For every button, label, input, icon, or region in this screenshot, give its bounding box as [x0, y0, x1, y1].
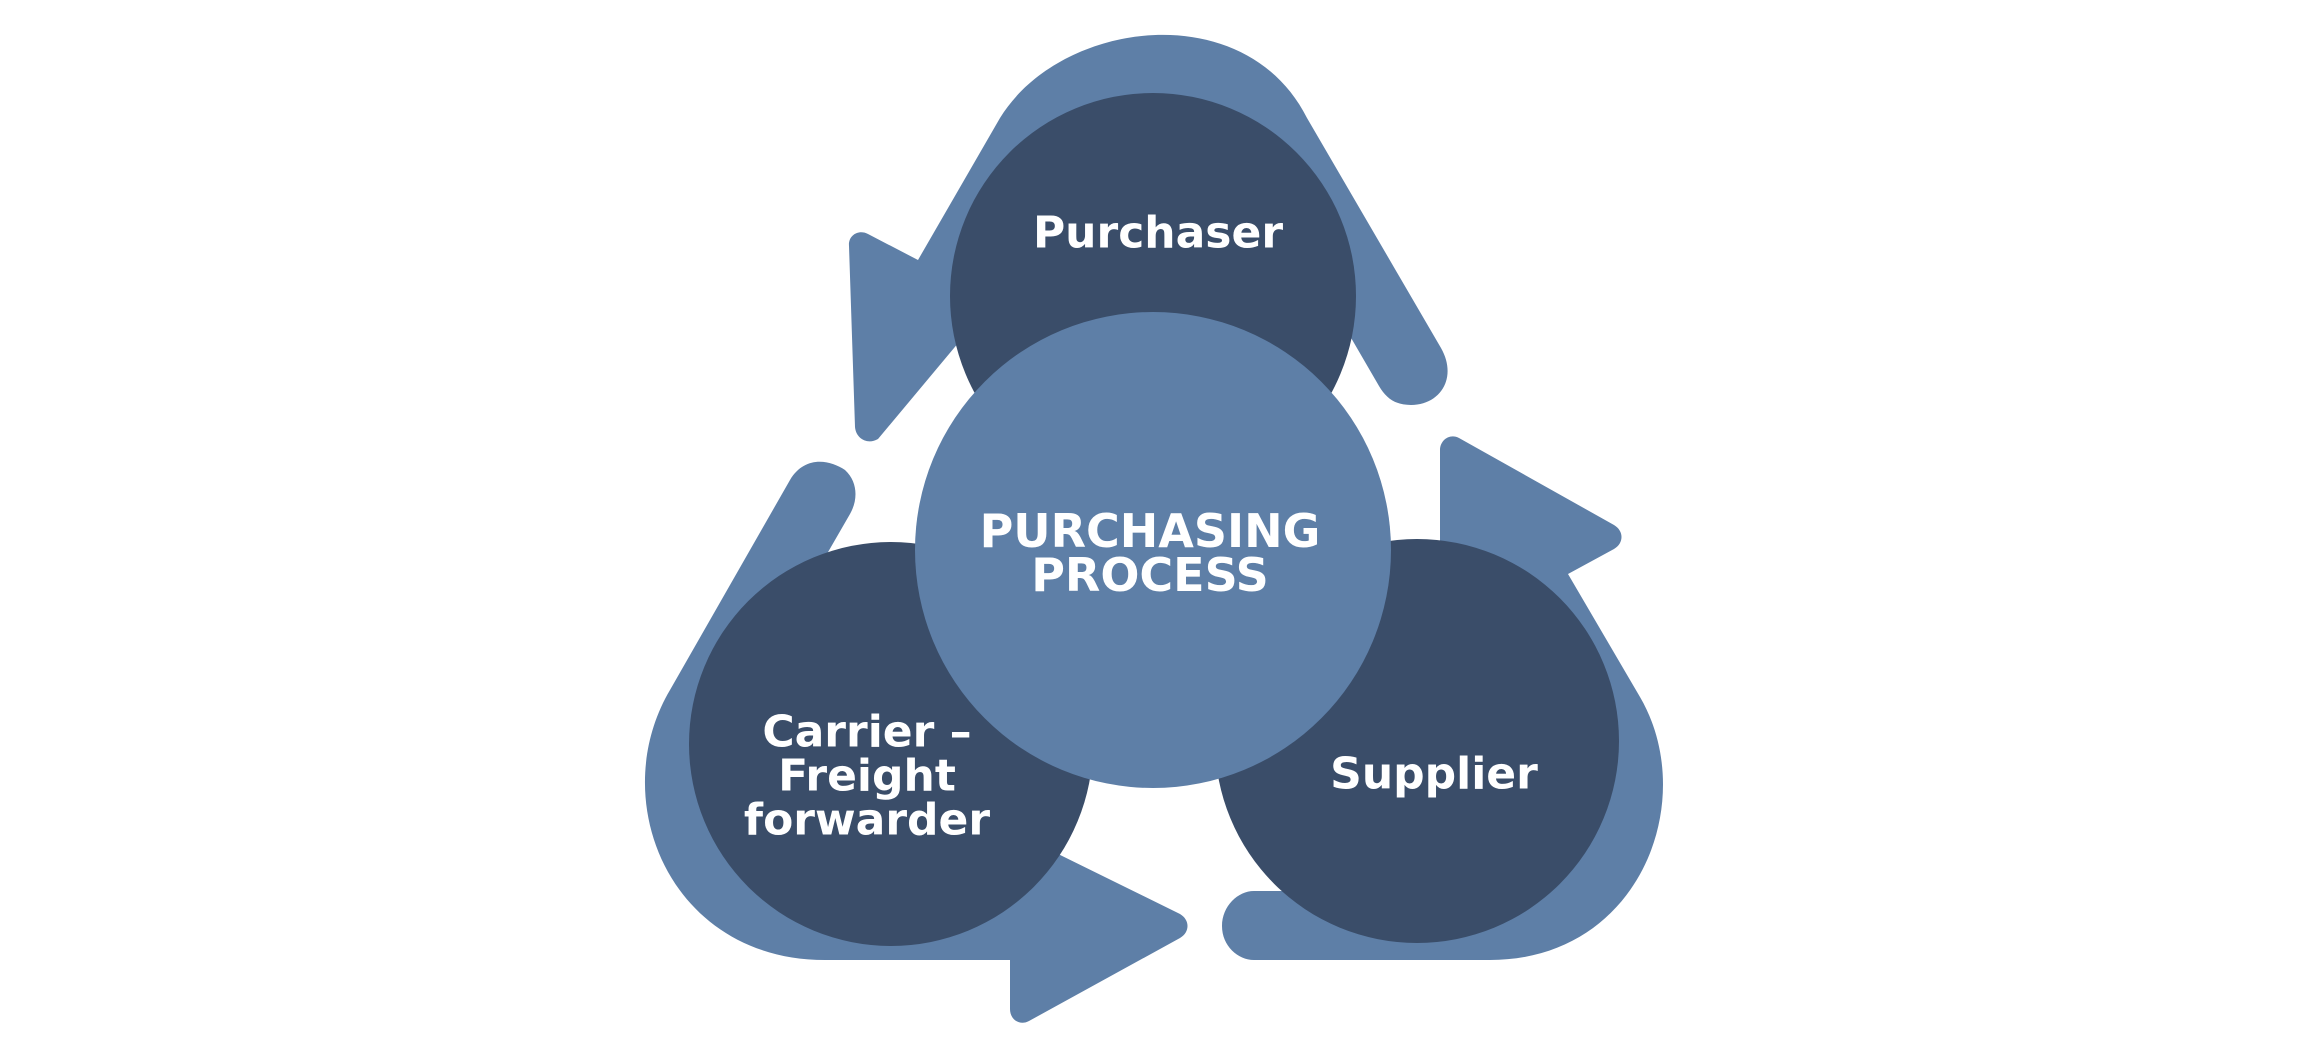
purchaser-label: Purchaser	[1033, 207, 1283, 258]
label-line: Supplier	[1330, 748, 1538, 799]
label-line: Purchaser	[1033, 207, 1283, 258]
center-circle	[915, 312, 1391, 788]
label-line: PROCESS	[1031, 548, 1269, 602]
supplier-label: Supplier	[1330, 748, 1538, 799]
label-line: Freight	[778, 750, 956, 801]
label-line: PURCHASING	[980, 504, 1321, 558]
label-line: forwarder	[744, 794, 990, 845]
label-line: Carrier –	[762, 706, 971, 757]
